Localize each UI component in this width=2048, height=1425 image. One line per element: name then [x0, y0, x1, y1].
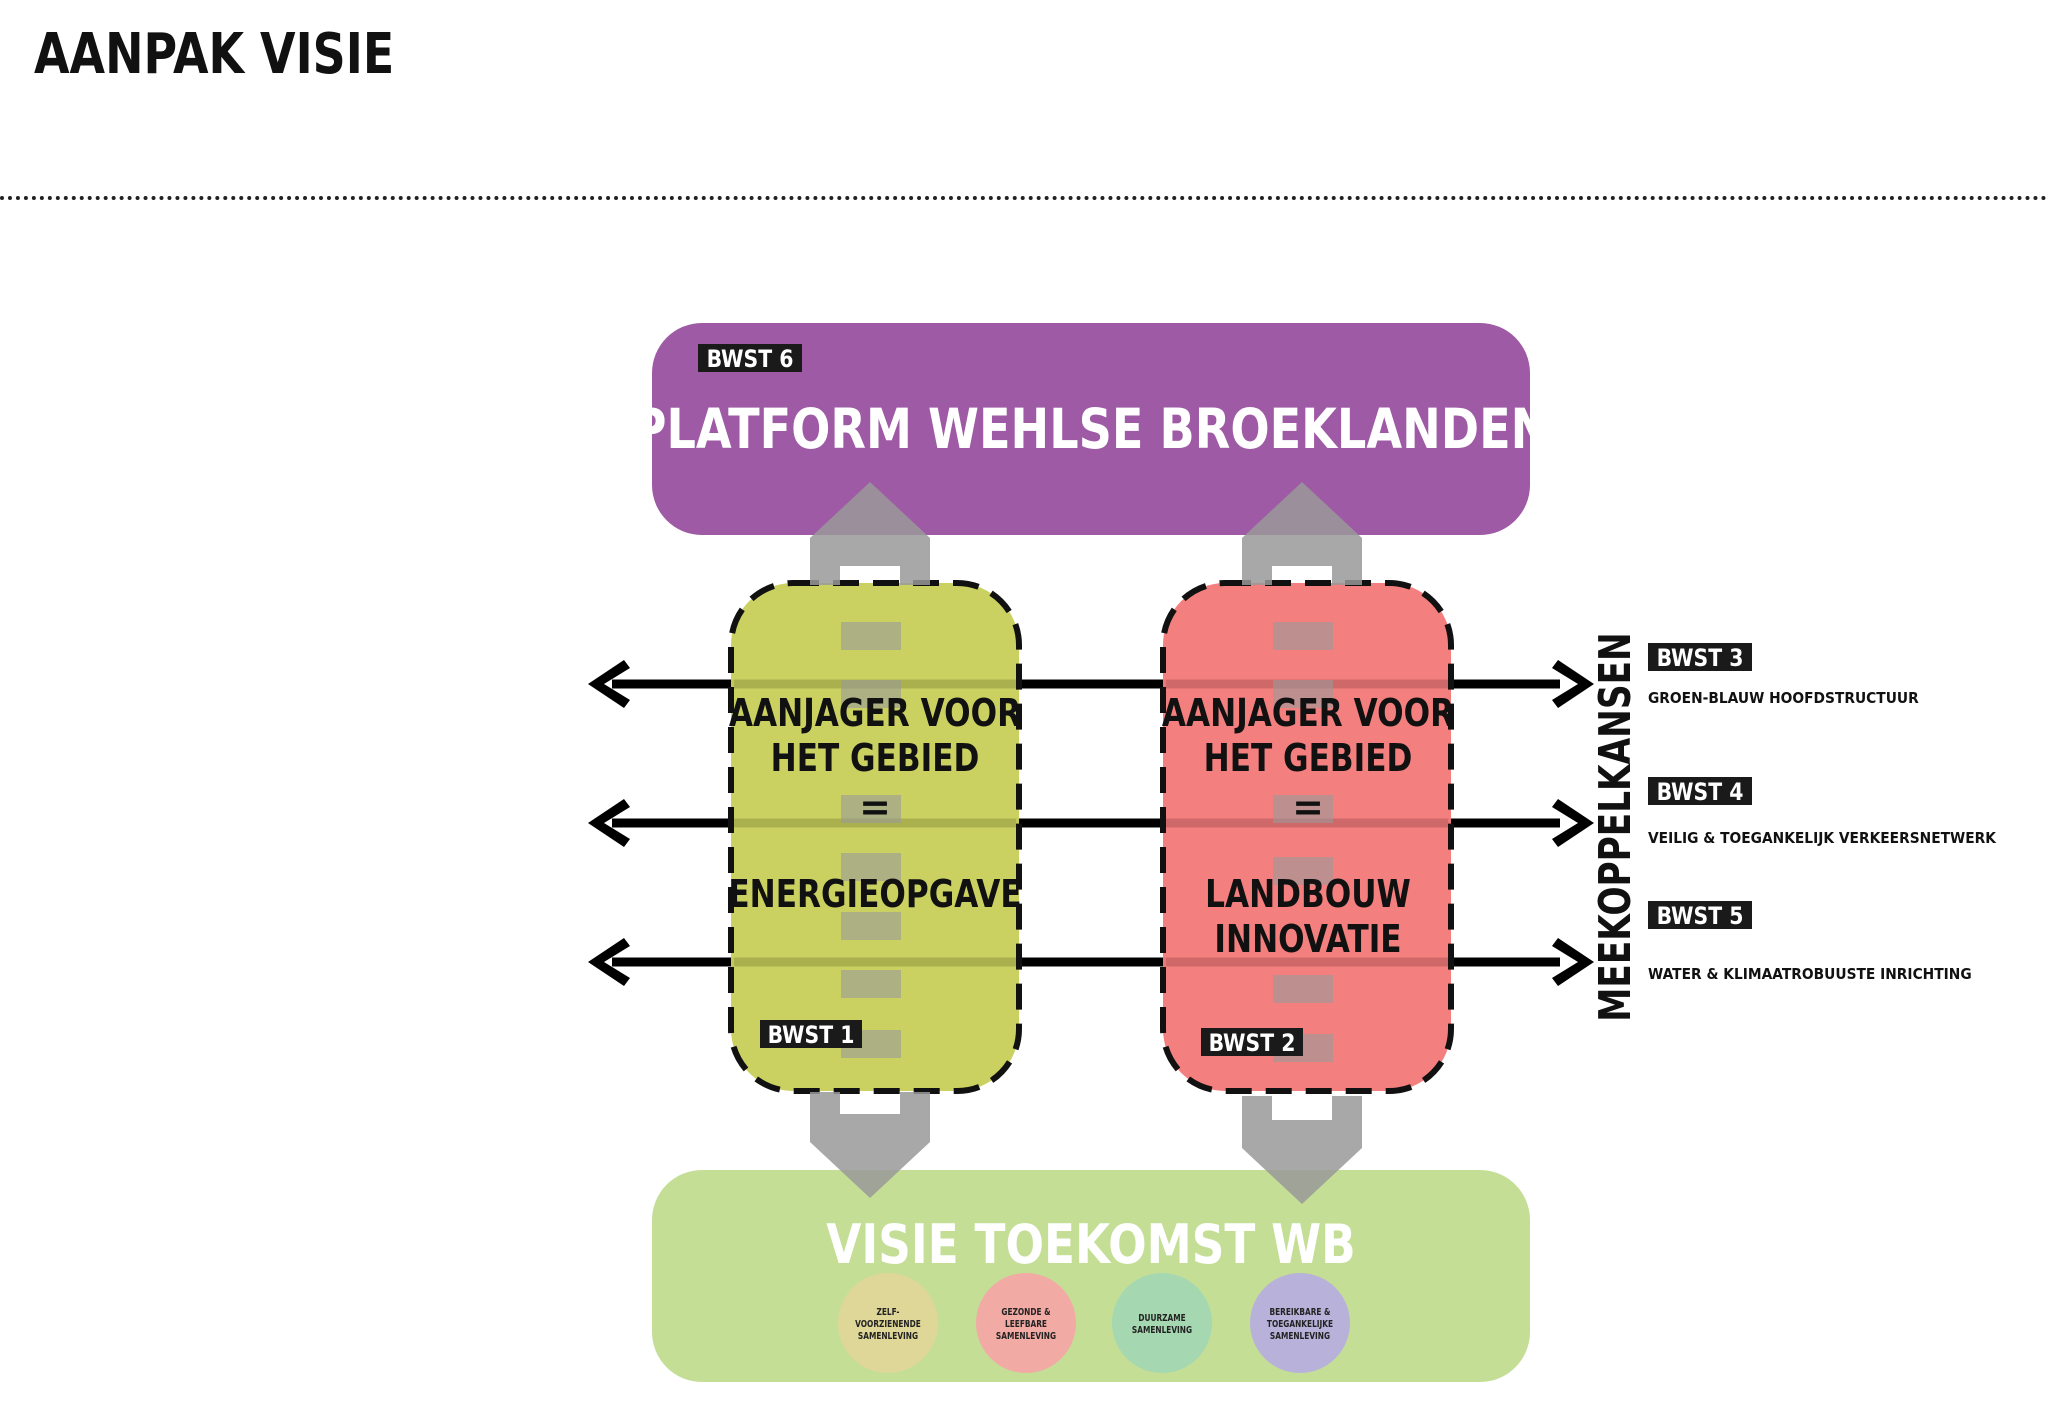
meekoppel-desc-3: GROEN-BLAUW HOOFDSTRUCTUUR [1648, 691, 1919, 708]
pillar-landbouw-tag-bg [1201, 1028, 1303, 1056]
visie-circle-label: SAMENLEVING [858, 1331, 918, 1342]
pillar-energie-topic1: ENERGIEOPGAVE [728, 873, 1021, 917]
visie-circle-label: SAMENLEVING [1270, 1331, 1330, 1342]
arrow-shaft-segments [841, 622, 1333, 1062]
pillar-landbouw-eq: = [1292, 785, 1324, 829]
visie-label: VISIE TOEKOMST WB [826, 1213, 1356, 1276]
double-arrow-down-icon [810, 1092, 930, 1198]
visie-circle [976, 1273, 1076, 1373]
page-title: AANPAK VISIE [34, 22, 395, 87]
visie-circle [838, 1273, 938, 1373]
platform-tag: BWST 6 [707, 345, 794, 373]
meekoppel-item-5: BWST 5 WATER & KLIMAATROBUUSTE INRICHTIN… [1648, 901, 1972, 983]
visie-circle-label: SAMENLEVING [1132, 1325, 1192, 1336]
arrow-right-icon [1552, 938, 1594, 986]
pillar-energie-eq: = [859, 785, 891, 829]
visie-circle-label: DUURZAME [1138, 1313, 1185, 1324]
pillar-landbouw-topic1: LANDBOUW [1205, 873, 1411, 917]
double-arrow-up-icon [810, 482, 930, 585]
visie-circle [1112, 1273, 1212, 1373]
meekoppel-tag-3: BWST 3 [1657, 644, 1744, 672]
visie-circle-label: GEZONDE & [1001, 1307, 1051, 1318]
dotted-divider [0, 196, 2048, 200]
visie-circle-label: ZELF- [876, 1307, 899, 1318]
pillar-landbouw [1160, 580, 1454, 1094]
platform-box [652, 323, 1530, 535]
pillar-landbouw-line1: AANJAGER VOOR [1162, 692, 1454, 736]
pillar-landbouw-line2: HET GEBIED [1204, 737, 1413, 781]
pillar-energie-line1: AANJAGER VOOR [729, 692, 1021, 736]
arrow-left-icon [588, 799, 630, 847]
pillar-energie-line2: HET GEBIED [771, 737, 980, 781]
meekoppel-tag-5: BWST 5 [1657, 902, 1744, 930]
visie-circle-label: VOORZIENENDE [855, 1319, 921, 1330]
arrow-right-icon [1552, 799, 1594, 847]
double-arrow-up-icon [1242, 482, 1362, 585]
vertical-arrows [810, 482, 1362, 1204]
visie-circle-label: TOEGANKELIJKE [1267, 1319, 1333, 1330]
double-arrow-down-icon [1242, 1096, 1362, 1204]
meekoppel-desc-5: WATER & KLIMAATROBUUSTE INRICHTING [1648, 967, 1972, 984]
visie-box [652, 1170, 1530, 1382]
meekoppel-item-3: BWST 3 GROEN-BLAUW HOOFDSTRUCTUUR [1648, 643, 1919, 707]
meekoppel-desc-4: VEILIG & TOEGANKELIJK VERKEERSNETWERK [1648, 831, 1997, 848]
meekoppel-label: MEEKOPPELKANSEN [1590, 632, 1641, 1021]
pillar-energie [728, 580, 1022, 1094]
arrow-heads [588, 660, 1594, 986]
platform-tag-bg [698, 344, 802, 372]
arrow-right-icon [1552, 660, 1594, 708]
pillar-energie-tag: BWST 1 [768, 1021, 855, 1049]
visie-circle-label: BEREIKBARE & [1269, 1307, 1331, 1318]
pillar-landbouw-text: AANJAGER VOOR HET GEBIED = LANDBOUW INNO… [1162, 692, 1454, 962]
platform-label: PLATFORM WEHLSE BROEKLANDEN [633, 397, 1550, 461]
meekoppel-tag-4: BWST 4 [1657, 778, 1744, 806]
pillar-energie-tag-bg [760, 1020, 862, 1048]
pillar-landbouw-topic2: INNOVATIE [1214, 918, 1401, 962]
arrow-left-icon [588, 660, 630, 708]
pillar-landbouw-tag: BWST 2 [1209, 1029, 1296, 1057]
visie-circle [1250, 1273, 1350, 1373]
visie-circle-label: LEEFBARE [1005, 1319, 1047, 1330]
meekoppel-item-4: BWST 4 VEILIG & TOEGANKELIJK VERKEERSNET… [1648, 777, 1997, 847]
visie-circle-label: SAMENLEVING [996, 1331, 1056, 1342]
pillar-energie-text: AANJAGER VOOR HET GEBIED = ENERGIEOPGAVE [728, 692, 1021, 917]
arrow-left-icon [588, 938, 630, 986]
